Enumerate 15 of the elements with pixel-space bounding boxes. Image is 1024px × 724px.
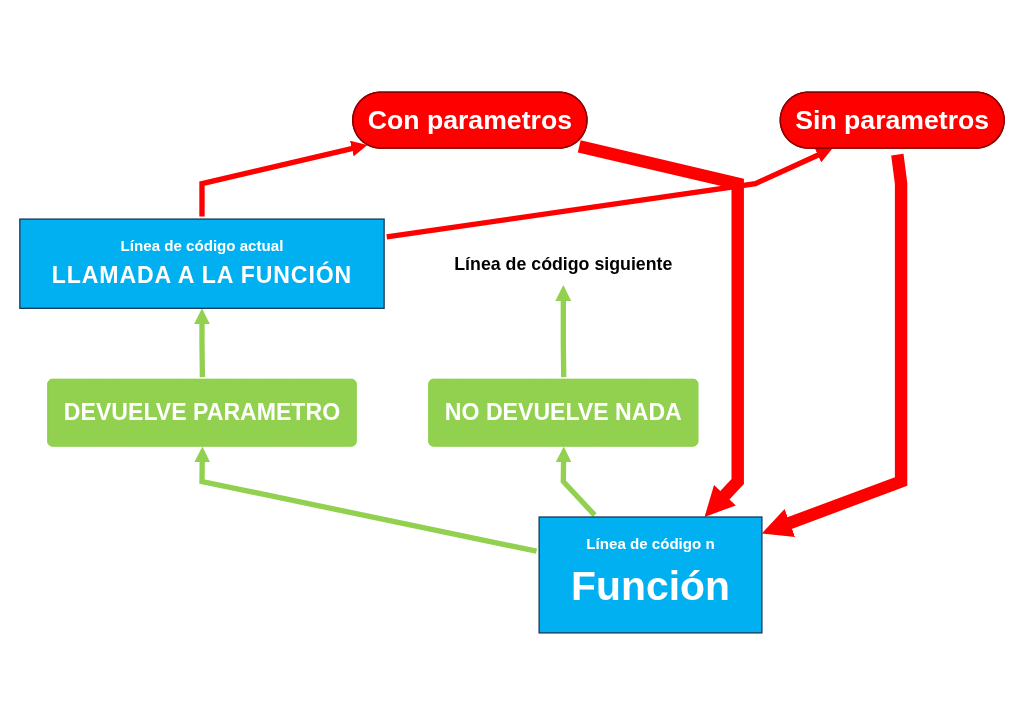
- arrow: [199, 140, 368, 216]
- oval-node: Con parametros: [352, 90, 588, 149]
- oval-node: Sin parametros: [779, 90, 1005, 149]
- arrow: [761, 153, 908, 537]
- text-label: Línea de código siguiente: [454, 253, 673, 273]
- rounded-box: NO DEVUELVE NADA: [428, 378, 699, 446]
- arrow: [386, 147, 833, 240]
- arrow: [555, 445, 597, 517]
- arrow: [577, 139, 744, 517]
- process-box: Línea de código actual LLAMADA A LA FUNCIÓN: [19, 217, 385, 309]
- arrow: [555, 284, 572, 377]
- arrow: [194, 445, 538, 554]
- process-box: Línea de código n Función: [538, 515, 763, 634]
- arrow: [194, 307, 210, 377]
- rounded-box: DEVUELVE PARAMETRO: [47, 378, 357, 446]
